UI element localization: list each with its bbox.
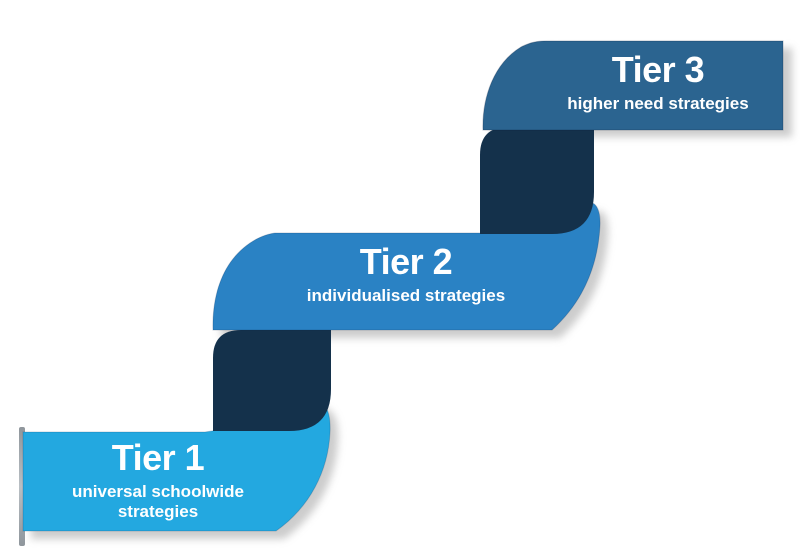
connector-tier1-tier2 [213, 330, 331, 431]
connector-tier2-tier3 [480, 127, 594, 234]
tier3-band-ribbon [482, 40, 784, 131]
